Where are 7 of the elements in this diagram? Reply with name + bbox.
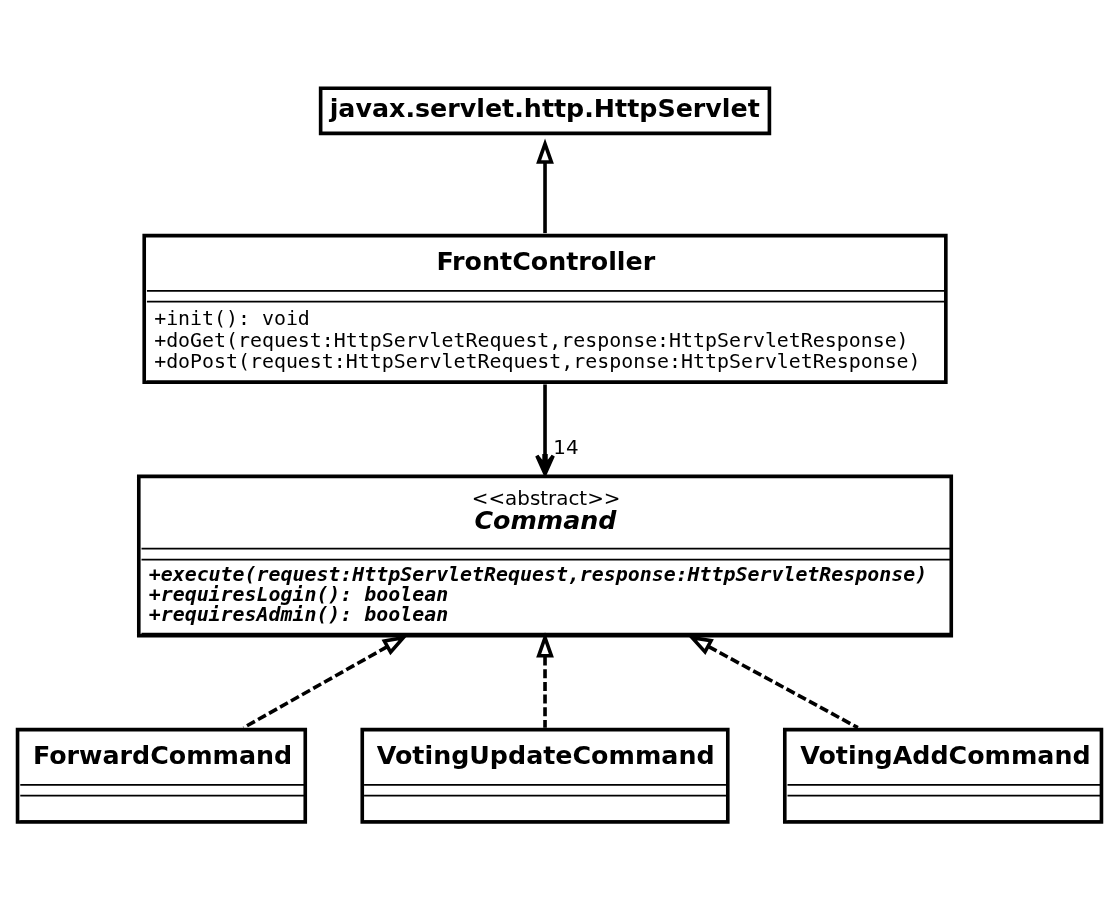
arrow [242,634,409,730]
edge-label: 14 [553,436,579,460]
arrow [536,138,554,234]
arrow [536,632,554,728]
arrow [535,384,555,476]
arrow [687,635,859,730]
node-box: javax.servlet.http.HttpServlet [318,86,772,136]
